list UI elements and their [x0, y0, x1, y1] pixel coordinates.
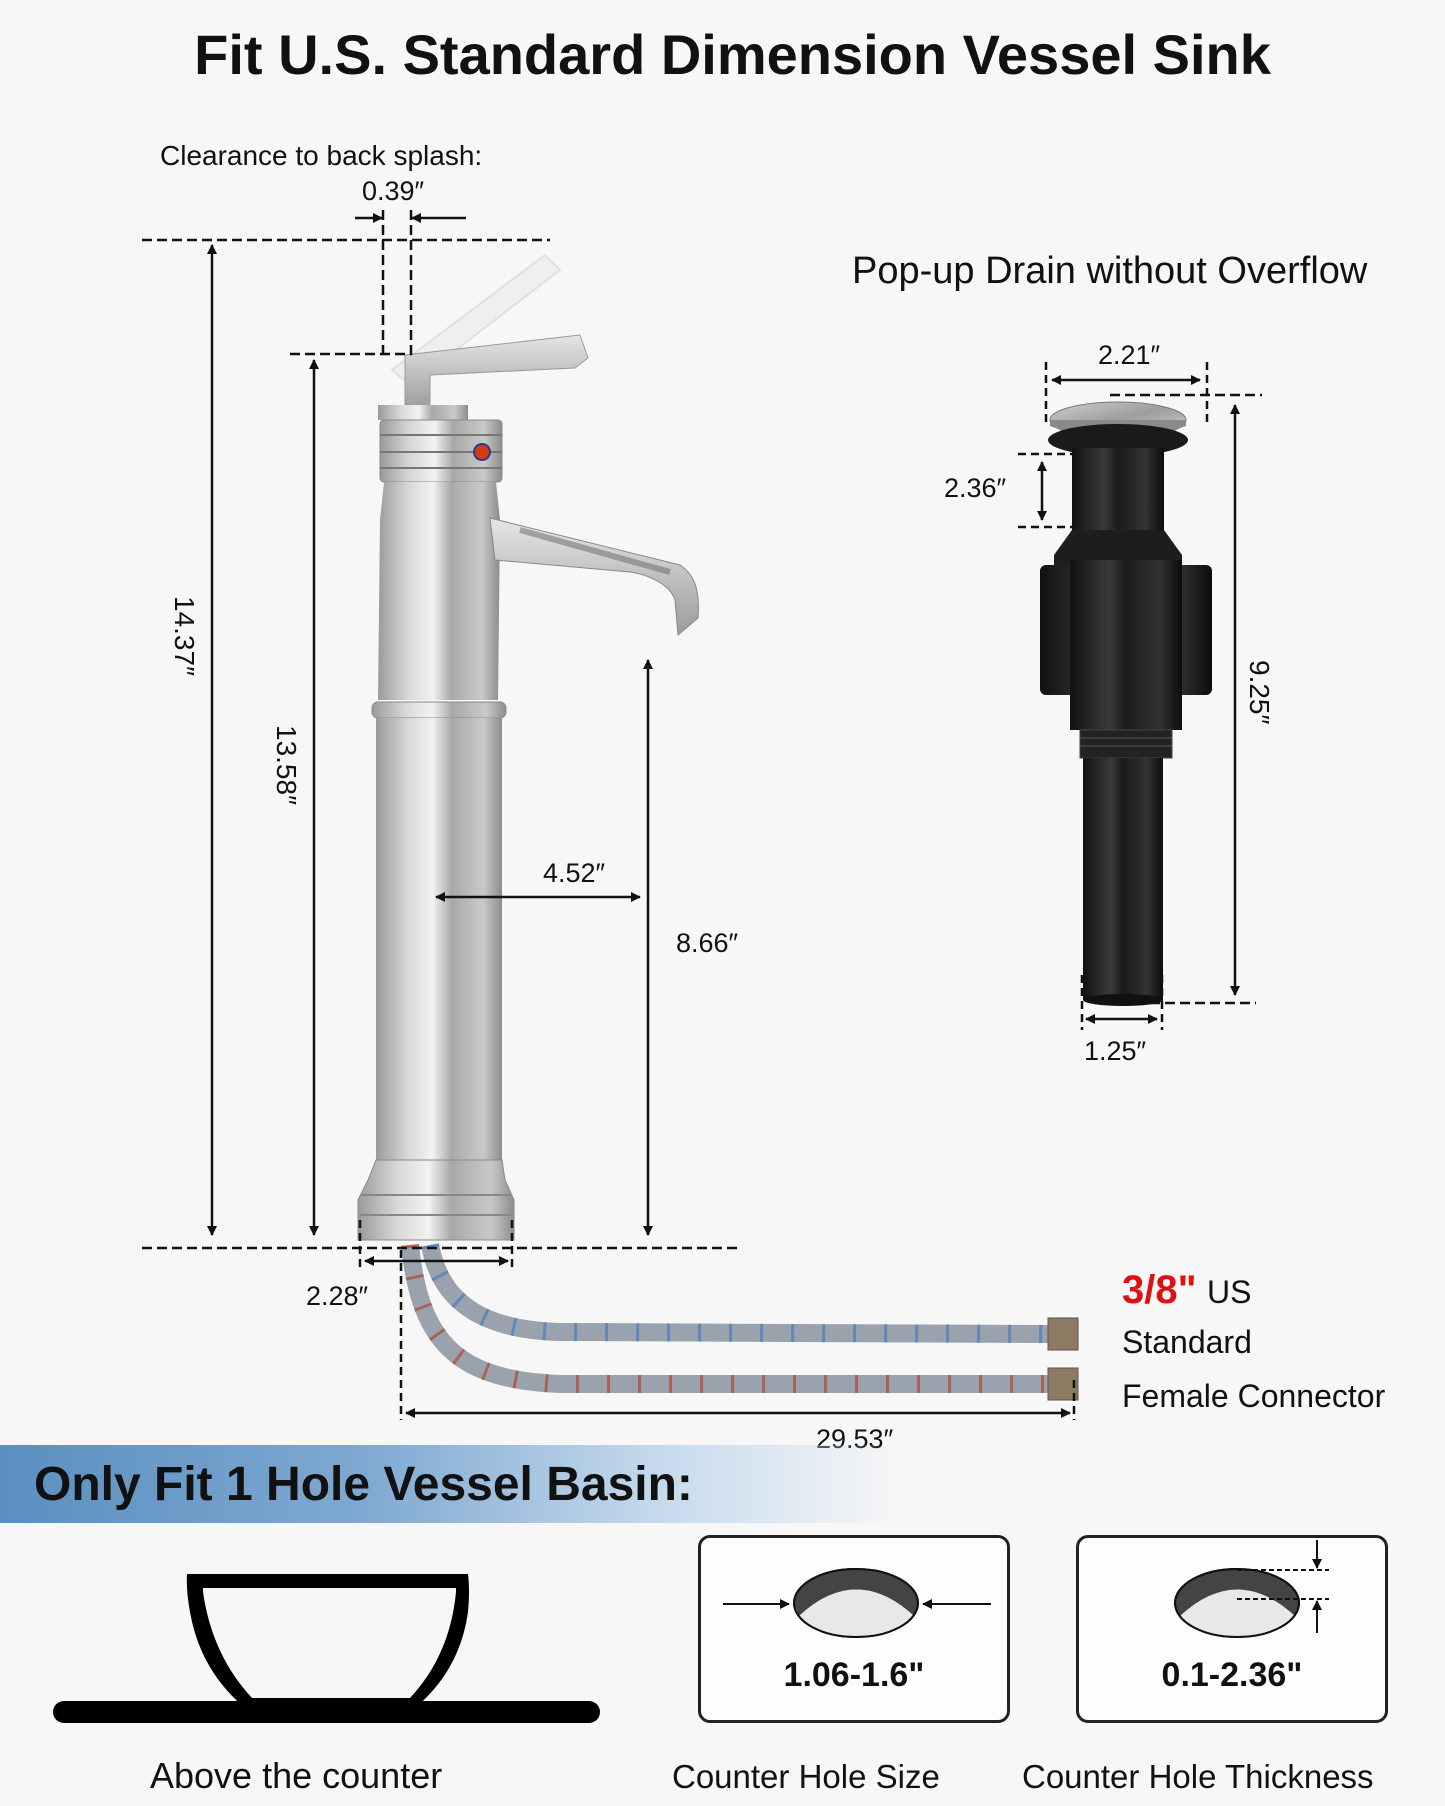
- hole-size-value: 1.06-1.6": [783, 1656, 925, 1694]
- caption-hole-thickness: Counter Hole Thickness: [1022, 1758, 1374, 1795]
- handle-height-label: 13.58″: [271, 725, 302, 805]
- caption-hole-size: Counter Hole Size: [672, 1758, 940, 1795]
- caption-above-counter: Above the counter: [150, 1755, 443, 1796]
- drain-cap-diameter: 2.21″: [1098, 340, 1161, 370]
- hot-cold-indicator: [473, 443, 491, 461]
- clearance-value: 0.39″: [362, 176, 425, 206]
- hole-thickness-value: 0.1-2.36": [1161, 1656, 1303, 1694]
- connector-type: Female Connector: [1122, 1378, 1386, 1414]
- drain-total-height: 9.25″: [1244, 660, 1275, 725]
- basin-banner: [0, 1445, 900, 1523]
- page-title: Fit U.S. Standard Dimension Vessel Sink: [194, 23, 1271, 86]
- connector-size: 3/8": [1122, 1268, 1197, 1312]
- drain-thread-height: 2.36″: [944, 473, 1007, 503]
- connector-suffix: US: [1207, 1274, 1252, 1310]
- drain-tail-diameter: 1.25″: [1084, 1036, 1147, 1066]
- connector-size-line: 3/8" US: [1122, 1268, 1251, 1313]
- hole-thickness-icon: [1174, 1540, 1329, 1638]
- basin-banner-text: Only Fit 1 Hole Vessel Basin:: [34, 1458, 693, 1511]
- spout-height-label: 8.66″: [676, 928, 739, 958]
- drain-title: Pop-up Drain without Overflow: [852, 250, 1368, 292]
- base-diameter-label: 2.28″: [306, 1281, 369, 1311]
- connector-standard: Standard: [1122, 1324, 1252, 1360]
- hole-size-box: 1.06-1.6": [698, 1535, 1010, 1723]
- vessel-sink-icon: [53, 1574, 600, 1723]
- total-height-label: 14.37″: [169, 596, 200, 676]
- hole-diameter-icon: [723, 1568, 991, 1638]
- spout-reach-label: 4.52″: [543, 858, 606, 888]
- hole-thickness-box: 0.1-2.36": [1076, 1535, 1388, 1723]
- clearance-label: Clearance to back splash:: [160, 140, 483, 171]
